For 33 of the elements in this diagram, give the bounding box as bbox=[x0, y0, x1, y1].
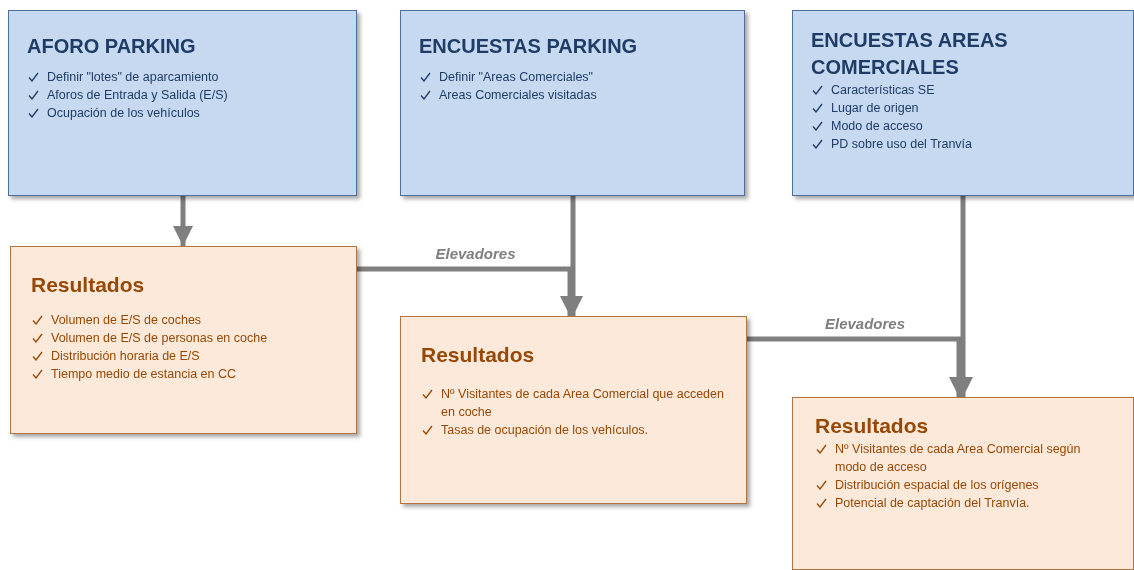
box-heading: Resultados bbox=[815, 413, 930, 439]
checklist-item: Definir "Areas Comerciales" bbox=[439, 70, 594, 84]
checklist-item: Características SE bbox=[831, 83, 935, 97]
checklist-item: Definir "lotes" de aparcamiento bbox=[47, 70, 219, 84]
checklist-item: Potencial de captación del Tranvía. bbox=[835, 496, 1030, 511]
task-box bbox=[8, 10, 357, 196]
box-heading: AFORO PARKING bbox=[27, 34, 197, 59]
checklist-item: Areas Comerciales visitadas bbox=[439, 88, 597, 102]
checklist-item: Nº Visitantes de cada Area Comercial que acceden en coche bbox=[441, 387, 724, 420]
edge-label: Elevadores bbox=[823, 315, 908, 332]
result-box bbox=[10, 246, 357, 434]
checklist-item: Tasas de ocupación de los vehículos. bbox=[441, 423, 649, 438]
checklist-item: PD sobre uso del Tranvía bbox=[831, 137, 973, 151]
result-box bbox=[792, 397, 1134, 570]
box-heading: ENCUESTAS PARKING bbox=[419, 34, 639, 59]
arrow bbox=[173, 196, 193, 246]
checklist-item: Ocupación de los vehículos bbox=[47, 106, 200, 120]
box-heading: Resultados bbox=[31, 272, 146, 298]
checklist-item: Nº Visitantes de cada Area Comercial según modo de acceso bbox=[835, 442, 1081, 475]
checklist-item: Tiempo medio de estancia en CC bbox=[51, 367, 237, 382]
task-box bbox=[400, 10, 745, 196]
result-box bbox=[400, 316, 747, 504]
checklist-item: Volumen de E/S de personas en coche bbox=[51, 331, 268, 346]
checklist-item: Distribución espacial de los orígenes bbox=[835, 478, 1039, 493]
edge-label: Elevadores bbox=[433, 245, 518, 262]
checklist-item: Aforos de Entrada y Salida (E/S) bbox=[47, 88, 228, 102]
task-box bbox=[792, 10, 1134, 196]
checklist-item: Modo de acceso bbox=[831, 119, 923, 133]
checklist-item: Lugar de origen bbox=[831, 101, 919, 115]
checklist-item: Volumen de E/S de coches bbox=[51, 313, 202, 328]
box-heading: ENCUESTAS AREAS COMERCIALES bbox=[811, 28, 1009, 80]
box-heading: Resultados bbox=[421, 342, 536, 368]
checklist-item: Distribución horaria de E/S bbox=[51, 349, 200, 364]
